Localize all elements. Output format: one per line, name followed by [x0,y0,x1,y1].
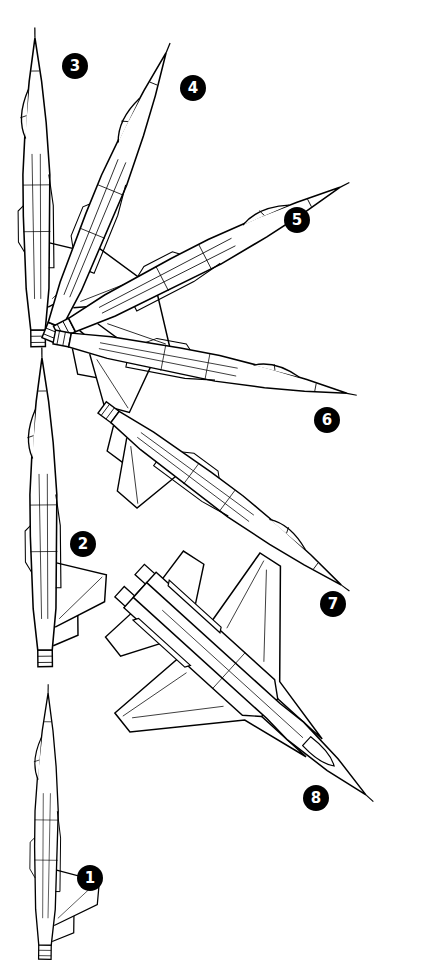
aircraft-1 [29,684,102,960]
callout-number: 4 [180,75,206,101]
callout-number: 3 [62,53,88,79]
aircraft-8 [54,498,423,885]
callout-number: 5 [284,207,310,233]
callout-number: 1 [77,865,103,891]
aircraft-6 [43,319,360,454]
callout-number: 2 [70,531,96,557]
callout-number: 8 [303,785,329,811]
aircraft-7 [66,393,360,639]
callout-number: 6 [314,407,340,433]
callout-number: 7 [320,591,346,617]
aircraft-2 [23,347,107,667]
